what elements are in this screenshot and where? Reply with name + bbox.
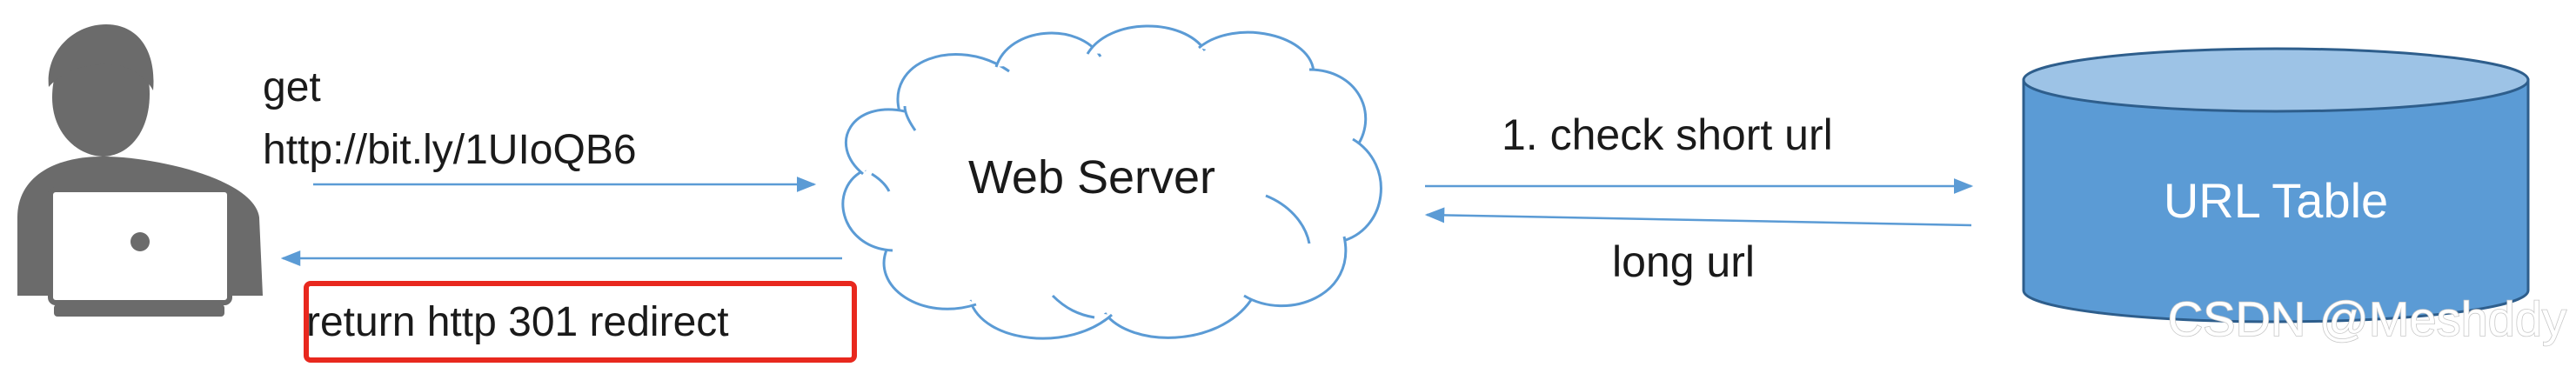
redirect-highlight-box (304, 281, 857, 363)
request-verb: get (263, 64, 321, 110)
url-table-label: URL Table (2164, 173, 2388, 228)
web-server-label: Web Server (968, 151, 1215, 204)
csdn-watermark: CSDN @Meshddy (2168, 291, 2566, 346)
long-url-arrow (1424, 207, 1972, 227)
laptop-icon (48, 187, 232, 305)
url-table-cylinder (2022, 47, 2530, 324)
long-url-label: long url (1612, 237, 1755, 286)
web-server-cloud (841, 24, 1382, 340)
request-url: http://bit.ly/1UIoQB6 (263, 127, 637, 173)
check-short-url-label: 1. check short url (1502, 110, 1833, 159)
redirect-label: return http 301 redirect (306, 299, 729, 345)
